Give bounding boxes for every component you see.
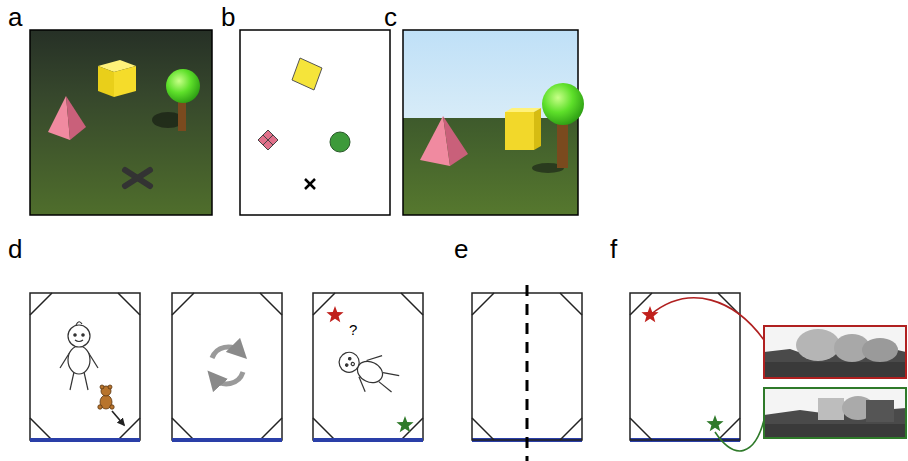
panel-letter: f [610, 236, 617, 262]
child-figure [60, 322, 98, 390]
red-star [326, 306, 343, 322]
panel-letter: e [454, 236, 468, 262]
panel-letter: a [8, 4, 22, 30]
panel-c-view [403, 30, 584, 215]
symmetry-axis [526, 285, 529, 461]
question-mark: ? [349, 322, 357, 337]
panel-a-scene [30, 30, 212, 215]
panel-d-rooms [30, 293, 423, 440]
view-thumbnail-green [764, 388, 906, 438]
panel-letter: d [8, 236, 22, 262]
rotation-symbol [212, 347, 243, 384]
green-leader [715, 420, 764, 451]
view-thumbnail-red [764, 326, 906, 378]
panel-letter: c [384, 4, 397, 30]
red-star [641, 306, 658, 322]
green-star [396, 416, 413, 432]
panel-f-room [630, 293, 740, 440]
disoriented-child [332, 340, 404, 402]
panel-b-map [240, 30, 390, 215]
teddy-bear [98, 385, 114, 409]
red-leader [650, 298, 764, 340]
panel-letter: b [221, 4, 235, 30]
green-star [706, 415, 723, 431]
hiding-arrow [112, 411, 124, 425]
